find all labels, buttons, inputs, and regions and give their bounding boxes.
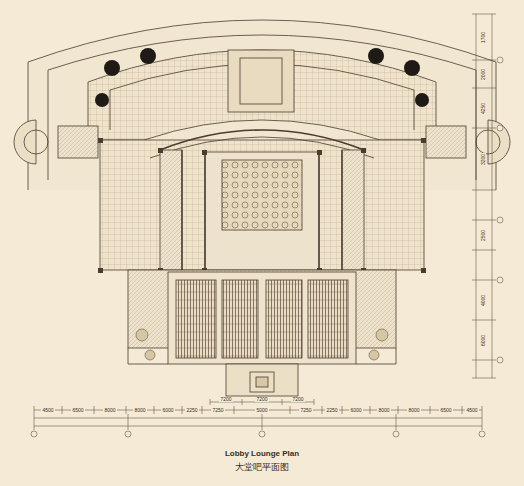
- dimension-label: 8000: [377, 408, 390, 413]
- dimension-label: 4500: [465, 408, 478, 413]
- dimension-label: 7200: [219, 397, 232, 402]
- dimension-label: 5000: [255, 408, 268, 413]
- dimension-label: 8000: [133, 408, 146, 413]
- dimension-label: 7200: [255, 397, 268, 402]
- plan-caption: 大堂吧平面图: [235, 463, 289, 472]
- dimension-label: 2500: [482, 228, 487, 241]
- dimension-label: 3200: [482, 152, 487, 165]
- dimension-label: 2250: [185, 408, 198, 413]
- dimension-label: 8000: [103, 408, 116, 413]
- dimension-label: 6500: [439, 408, 452, 413]
- dimension-label: 4500: [41, 408, 54, 413]
- plan-title: Lobby Lounge Plan: [225, 450, 299, 458]
- dimension-label: 7200: [291, 397, 304, 402]
- dimension-label: 6500: [71, 408, 84, 413]
- dimension-label: 7250: [299, 408, 312, 413]
- dimension-label: 7250: [211, 408, 224, 413]
- dimension-label: 1700: [482, 30, 487, 43]
- dimension-label: 6000: [349, 408, 362, 413]
- dimension-label: 8000: [407, 408, 420, 413]
- dimension-label: 6000: [482, 333, 487, 346]
- dimension-label: 4000: [482, 293, 487, 306]
- dimension-label: 2250: [325, 408, 338, 413]
- dimension-label: 4250: [482, 101, 487, 114]
- dimension-label: 6000: [161, 408, 174, 413]
- dimension-label: 2000: [482, 67, 487, 80]
